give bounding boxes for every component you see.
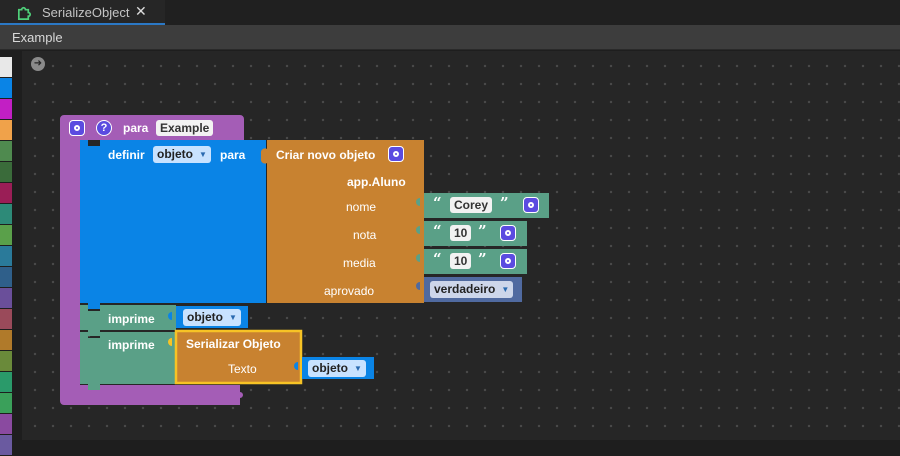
close-quote-icon: ” (478, 250, 487, 268)
category-item[interactable] (0, 246, 12, 267)
close-quote-icon: ” (478, 222, 487, 240)
close-quote-icon: ” (500, 194, 509, 212)
category-item[interactable] (0, 204, 12, 225)
gear-icon[interactable] (500, 225, 516, 241)
category-item[interactable] (0, 414, 12, 435)
text-value-nome[interactable]: Corey (450, 197, 493, 213)
category-item[interactable] (0, 225, 12, 246)
category-item[interactable] (0, 330, 12, 351)
variable-dropdown-set-label: objeto (157, 147, 193, 161)
category-item[interactable] (0, 183, 12, 204)
open-quote-icon: “ (433, 194, 442, 212)
variable-dropdown-serialize-label: objeto (312, 361, 348, 375)
connector-notches (168, 198, 420, 370)
category-item[interactable] (0, 78, 12, 99)
gear-icon[interactable] (69, 120, 85, 136)
tab-serialize-object[interactable]: SerializeObject ✕ (0, 0, 165, 25)
category-item[interactable] (0, 141, 12, 162)
boolean-dropdown[interactable]: verdadeiro ▼ (430, 281, 514, 298)
field-label-aprovado: aprovado (324, 284, 375, 298)
text-value-nota[interactable]: 10 (450, 225, 472, 241)
help-icon[interactable]: ? (96, 120, 112, 136)
print2-block-shape[interactable] (80, 332, 176, 390)
breadcrumb[interactable]: Example (12, 30, 63, 45)
category-item[interactable] (0, 372, 12, 393)
category-item[interactable] (0, 99, 12, 120)
create-object-block-shape[interactable] (260, 140, 424, 303)
text-value-media[interactable]: 10 (450, 253, 472, 269)
chevron-down-icon: ▼ (199, 150, 207, 159)
category-item[interactable] (0, 57, 12, 78)
field-label-media: media (343, 256, 376, 270)
arrow-right-icon[interactable]: ➜ (31, 57, 45, 71)
gear-icon[interactable] (388, 146, 404, 162)
puzzle-icon (17, 6, 31, 20)
create-object-title: Criar novo objeto (276, 148, 376, 162)
breadcrumb-bar: Example (0, 25, 900, 50)
category-item[interactable] (0, 267, 12, 288)
chevron-down-icon: ▼ (501, 285, 510, 294)
variable-dropdown-print1-label: objeto (187, 310, 223, 324)
chevron-down-icon: ▼ (229, 313, 237, 322)
procedure-keyword: para (123, 121, 149, 135)
tab-title: SerializeObject (42, 5, 130, 20)
serialize-block-shape[interactable] (174, 329, 303, 385)
set-to-keyword: para (220, 148, 246, 162)
gear-icon[interactable] (523, 197, 539, 213)
boolean-dropdown-label: verdadeiro (434, 282, 496, 296)
variable-dropdown-print1[interactable]: objeto ▼ (183, 309, 241, 326)
open-quote-icon: “ (433, 222, 442, 240)
set-keyword: definir (108, 148, 145, 162)
print1-block-shape[interactable] (80, 305, 176, 336)
category-item[interactable] (0, 120, 12, 141)
category-item[interactable] (0, 162, 12, 183)
category-item[interactable] (0, 393, 12, 414)
category-item[interactable] (0, 351, 12, 372)
field-label-nota: nota (353, 228, 377, 242)
tab-bar: SerializeObject ✕ (0, 0, 900, 25)
procedure-name-field[interactable]: Example (156, 120, 214, 136)
category-item[interactable] (0, 288, 12, 309)
field-label-nome: nome (346, 200, 377, 214)
chevron-down-icon: ▼ (354, 364, 362, 373)
close-icon[interactable]: ✕ (135, 3, 147, 19)
procedure-block-shape[interactable] (60, 115, 244, 405)
variable-dropdown-set[interactable]: objeto ▼ (153, 146, 211, 163)
create-object-class: app.Aluno (347, 175, 406, 189)
variable-dropdown-serialize[interactable]: objeto ▼ (308, 360, 366, 377)
set-block-shape[interactable] (80, 140, 266, 309)
serialize-title: Serializar Objeto (186, 337, 281, 351)
open-quote-icon: “ (433, 250, 442, 268)
print2-keyword: imprime (108, 338, 155, 352)
category-item[interactable] (0, 309, 12, 330)
serialize-input-label: Texto (228, 362, 257, 376)
blocks-layer (60, 115, 549, 405)
print1-keyword: imprime (108, 312, 155, 326)
gear-icon[interactable] (500, 253, 516, 269)
